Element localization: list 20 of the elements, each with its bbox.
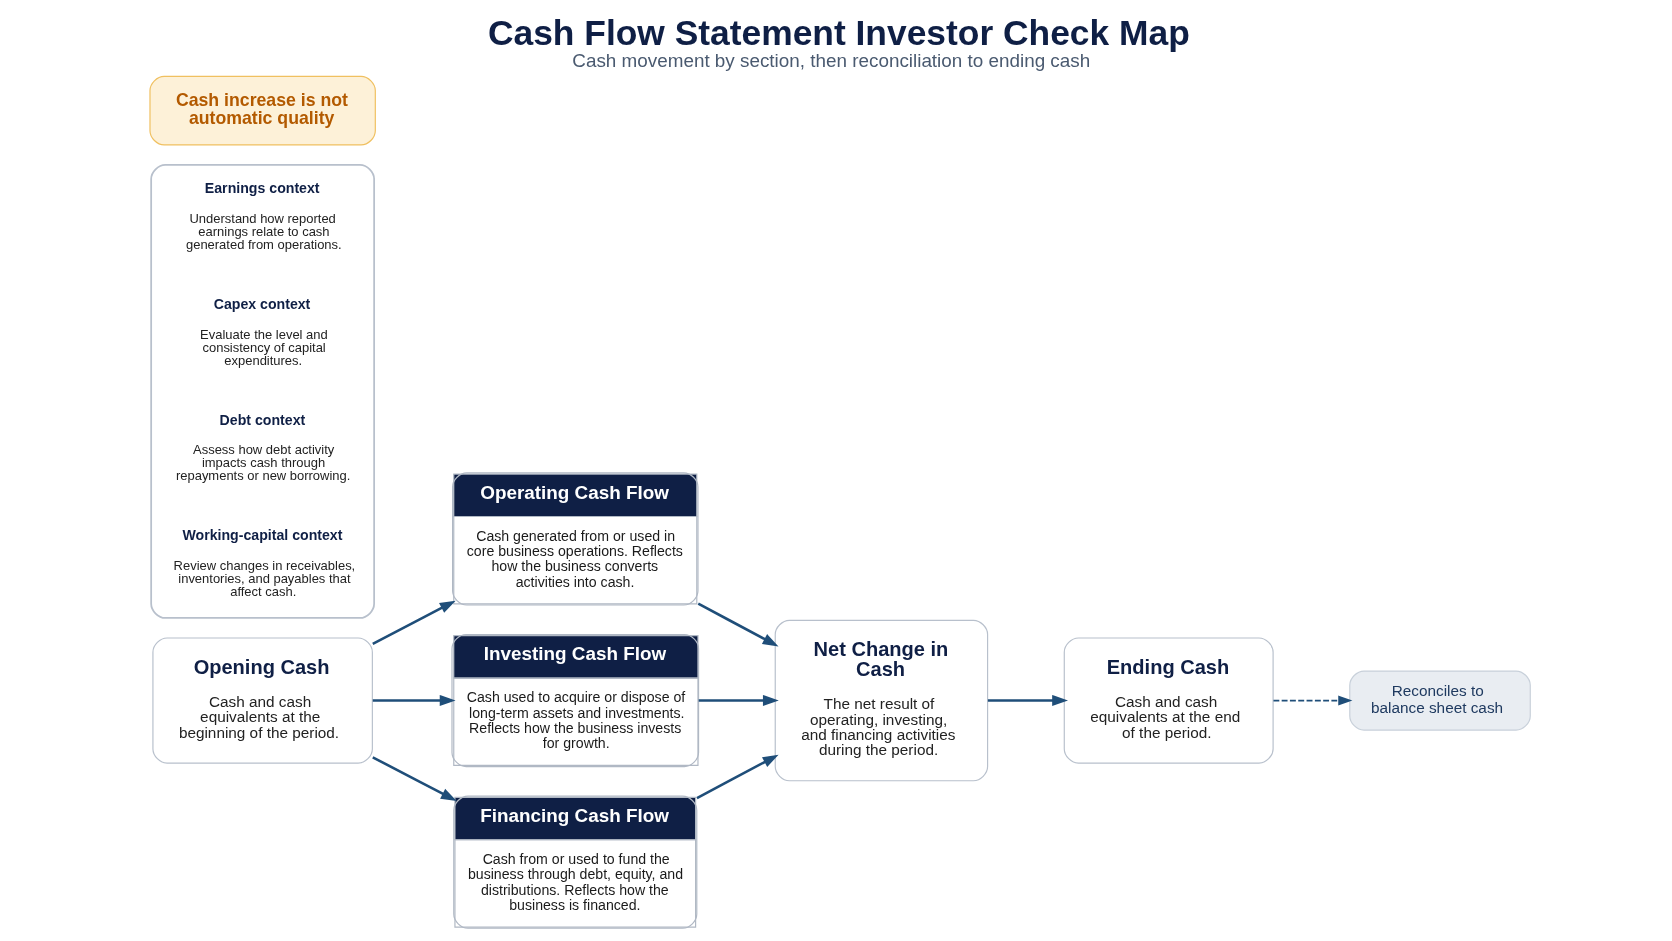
arrow — [987, 695, 1068, 707]
arrow — [1272, 695, 1353, 706]
arrow — [372, 695, 456, 707]
caption: Cash movement by section, then reconciliation to ending cash — [572, 49, 1091, 71]
node-box: Ending Cash Cash and cash equivalents at the end of the period. — [1063, 637, 1274, 764]
arrow — [698, 695, 779, 707]
node-text: Working-capital context Review changes in receivables, inventories, and payables that affect cash. — [173, 527, 356, 599]
cluster — [150, 164, 375, 619]
arrow — [697, 602, 779, 647]
node-box: Net Change in Cash The net result of operating, investing, and financing activities during the period. — [774, 619, 989, 782]
node-box: Opening Cash Cash and cash equivalents at the beginning of the period. — [152, 637, 373, 764]
node-box: Cash increase is not automatic quality — [149, 75, 376, 146]
arrow — [372, 600, 456, 645]
arrow — [372, 756, 457, 802]
node-text: Debt context Assess how debt activity impacts cash through repayments or new borrowing. — [175, 411, 351, 484]
arrow — [696, 754, 779, 800]
node-box: Reconciles to balance sheet cash — [1349, 670, 1531, 731]
node-text: Capex context Evaluate the level and consistency of capital expenditures. — [200, 295, 328, 368]
diagram-title: Cash Flow Statement Investor Check Map — [487, 12, 1190, 52]
node-text: Earnings context Understand how reported earnings relate to cash generated from operations. — [185, 180, 342, 253]
